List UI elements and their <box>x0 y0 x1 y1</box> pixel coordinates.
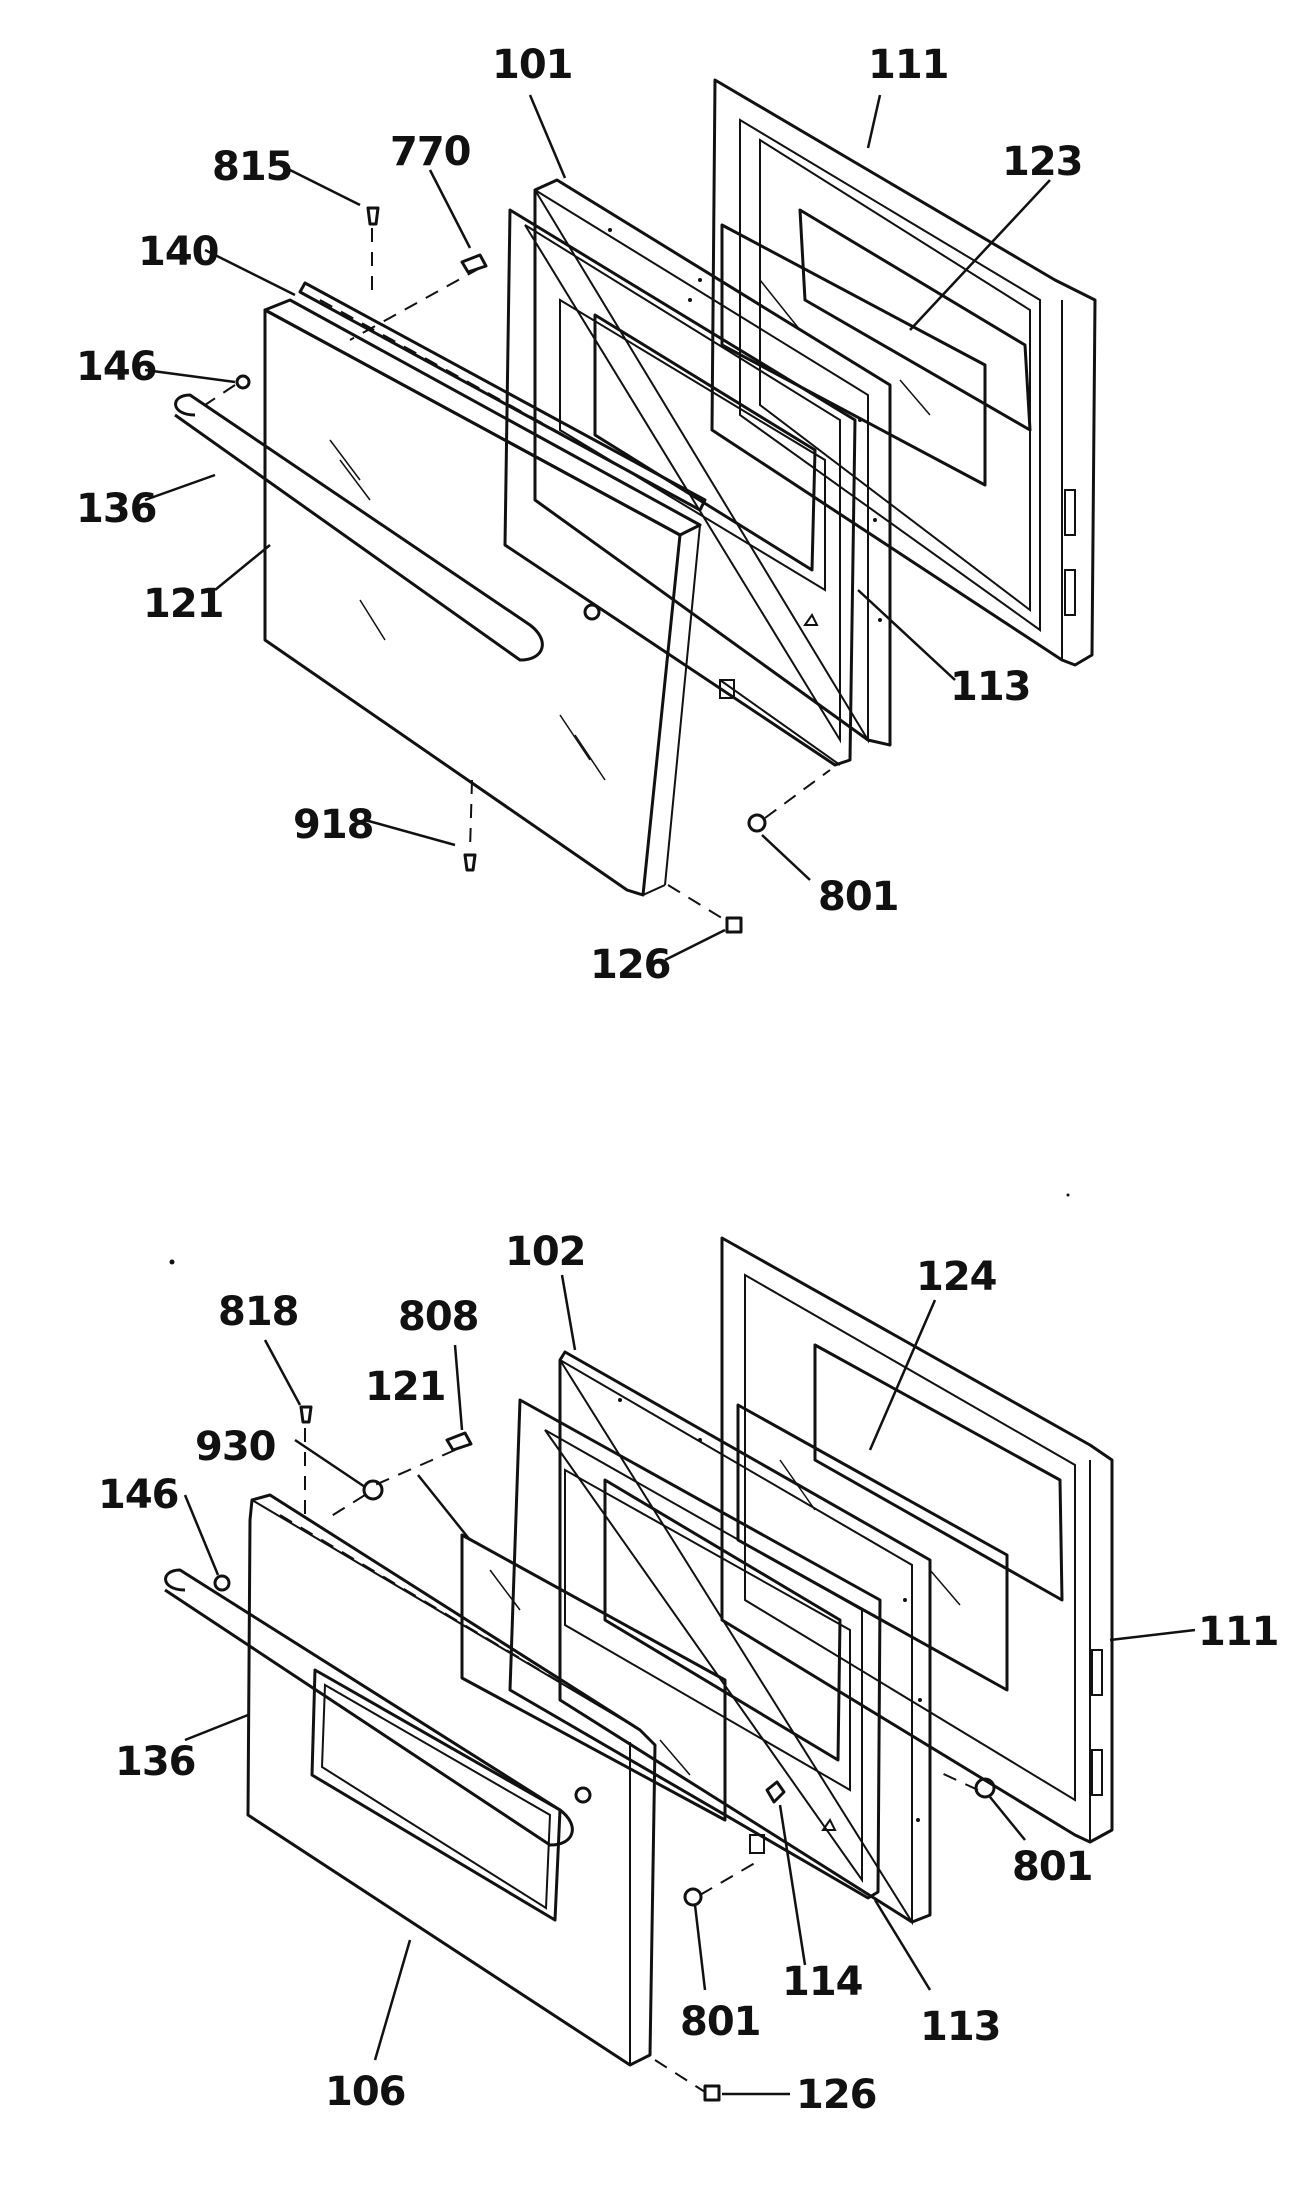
callout-801: 801 <box>1012 1844 1093 1890</box>
part-121-inner-glass <box>460 1533 727 1822</box>
callout-930: 930 <box>195 1424 276 1470</box>
callout-801: 801 <box>680 1999 761 2045</box>
callout-111: 111 <box>1198 1609 1279 1655</box>
callout-815: 815 <box>212 144 293 190</box>
part-136-handle <box>174 393 544 662</box>
callout-146: 146 <box>76 344 157 390</box>
callout-918: 918 <box>293 802 374 848</box>
part-113-inner-door <box>503 208 857 767</box>
assembly-lines-lower <box>304 1428 979 2093</box>
callout-111: 111 <box>868 42 949 88</box>
callout-808: 808 <box>398 1294 479 1340</box>
part-101-insulation <box>533 178 892 747</box>
leader-lines-lower <box>183 1274 1196 2096</box>
callout-126: 126 <box>590 942 671 988</box>
part-111-inner-door-liner <box>710 78 1097 667</box>
callout-114: 114 <box>782 1959 863 2005</box>
diagram-upper-door: 815 770 101 111 123 140 146 136 121 113 … <box>76 42 1097 988</box>
stray-dot <box>1066 1193 1070 1197</box>
part-111-inner-door-liner-lower <box>720 1236 1114 1844</box>
callout-101: 101 <box>492 42 573 88</box>
callout-106: 106 <box>325 2069 406 2115</box>
diagram-lower-door: 102 124 818 808 121 930 146 111 136 801 … <box>98 1193 1280 2118</box>
leader-lines-upper <box>144 94 1051 962</box>
callouts-lower: 102 124 818 808 121 930 146 111 136 801 … <box>98 1229 1280 2118</box>
callout-136: 136 <box>115 1739 196 1785</box>
part-140-vent-trim <box>298 281 707 512</box>
part-121-outer-door <box>263 298 702 897</box>
callout-124: 124 <box>916 1254 997 1300</box>
stray-dot <box>169 1259 175 1265</box>
assembly-lines-upper <box>204 228 831 921</box>
part-136-handle-lower <box>164 1568 574 1847</box>
small-fasteners-upper <box>235 206 767 934</box>
callout-102: 102 <box>505 1229 586 1275</box>
callout-146: 146 <box>98 1472 179 1518</box>
callout-121: 121 <box>143 581 224 627</box>
callout-770: 770 <box>390 129 471 175</box>
callout-121: 121 <box>365 1364 446 1410</box>
part-106-outer-door <box>246 1493 657 2067</box>
callout-801: 801 <box>818 874 899 920</box>
part-113-inner-door-lower <box>508 1398 882 1900</box>
callout-123: 123 <box>1002 139 1083 185</box>
callout-113: 113 <box>950 664 1031 710</box>
callout-818: 818 <box>218 1289 299 1335</box>
callout-140: 140 <box>138 229 219 275</box>
callout-136: 136 <box>76 486 157 532</box>
callout-126: 126 <box>796 2072 877 2118</box>
callout-113: 113 <box>920 2004 1001 2050</box>
callouts-upper: 815 770 101 111 123 140 146 136 121 113 … <box>76 42 1084 988</box>
part-102-insulation <box>558 1350 932 1926</box>
